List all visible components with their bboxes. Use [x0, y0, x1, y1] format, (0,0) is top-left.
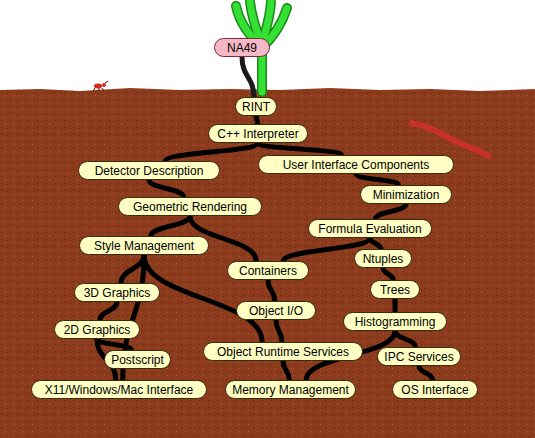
component-label: NA49 [227, 41, 257, 55]
component-label: Detector Description [95, 164, 204, 178]
component-pill: Geometric Rendering [118, 197, 262, 216]
component-pill: Memory Management [225, 380, 356, 399]
component-label: Object Runtime Services [217, 345, 349, 359]
component-pill: 2D Graphics [54, 320, 140, 339]
component-label: Postscript [111, 353, 164, 367]
component-pill: Minimization [360, 185, 452, 204]
component-pill: Detector Description [78, 161, 220, 180]
component-label: Minimization [373, 188, 440, 202]
worm [412, 123, 488, 156]
ant [93, 81, 108, 91]
root-line [151, 216, 190, 236]
component-pill: Histogramming [343, 312, 447, 331]
component-pill: X11/Windows/Mac Interface [31, 380, 207, 399]
root-line [419, 366, 433, 380]
component-pill: Object Runtime Services [203, 342, 363, 361]
component-pill: Formula Evaluation [308, 219, 432, 238]
experiment-pill: NA49 [214, 38, 270, 57]
component-pill: 3D Graphics [74, 283, 160, 302]
component-label: Trees [380, 283, 410, 297]
root-line [256, 116, 258, 124]
component-label: Containers [239, 264, 297, 278]
root-line [356, 174, 399, 185]
soil [0, 88, 535, 438]
component-label: Object I/O [249, 304, 303, 318]
ant-body [94, 84, 102, 89]
component-label: IPC Services [384, 350, 453, 364]
component-pill: Style Management [79, 236, 209, 255]
root-line [242, 57, 254, 97]
component-label: Style Management [94, 239, 194, 253]
root-line [165, 143, 258, 161]
component-pill: RINT [235, 97, 277, 116]
component-pill: Object I/O [236, 301, 316, 320]
component-label: Ntuples [363, 252, 404, 266]
component-label: RINT [242, 100, 270, 114]
component-label: User Interface Components [283, 158, 430, 172]
component-pill: User Interface Components [258, 155, 454, 174]
component-label: Formula Evaluation [318, 222, 421, 236]
root-line [283, 361, 289, 380]
component-pill: C++ Interpreter [208, 124, 308, 143]
component-label: C++ Interpreter [217, 127, 298, 141]
component-pill: IPC Services [377, 347, 461, 366]
component-label: OS Interface [401, 383, 468, 397]
component-label: X11/Windows/Mac Interface [45, 383, 194, 397]
component-pill: OS Interface [392, 380, 478, 399]
ant-head [102, 83, 106, 87]
ant-legs [93, 81, 108, 91]
root-line [395, 331, 415, 347]
component-pill: Trees [370, 280, 420, 299]
root-line [370, 238, 381, 249]
component-label: 3D Graphics [84, 286, 151, 300]
root-line [97, 339, 131, 350]
root-line [268, 280, 275, 301]
component-label: Geometric Rendering [133, 200, 247, 214]
component-pill: Ntuples [354, 249, 412, 268]
component-pill: Postscript [104, 350, 171, 369]
component-pill: Containers [227, 261, 309, 280]
component-label: Memory Management [232, 383, 349, 397]
root-line [100, 302, 117, 320]
root-line [149, 180, 184, 197]
root-line [393, 299, 398, 312]
root-line [383, 268, 393, 280]
root-line [375, 204, 406, 219]
component-label: Histogramming [355, 315, 436, 329]
root-line [258, 143, 341, 155]
root-line [276, 320, 282, 342]
component-label: 2D Graphics [64, 323, 131, 337]
